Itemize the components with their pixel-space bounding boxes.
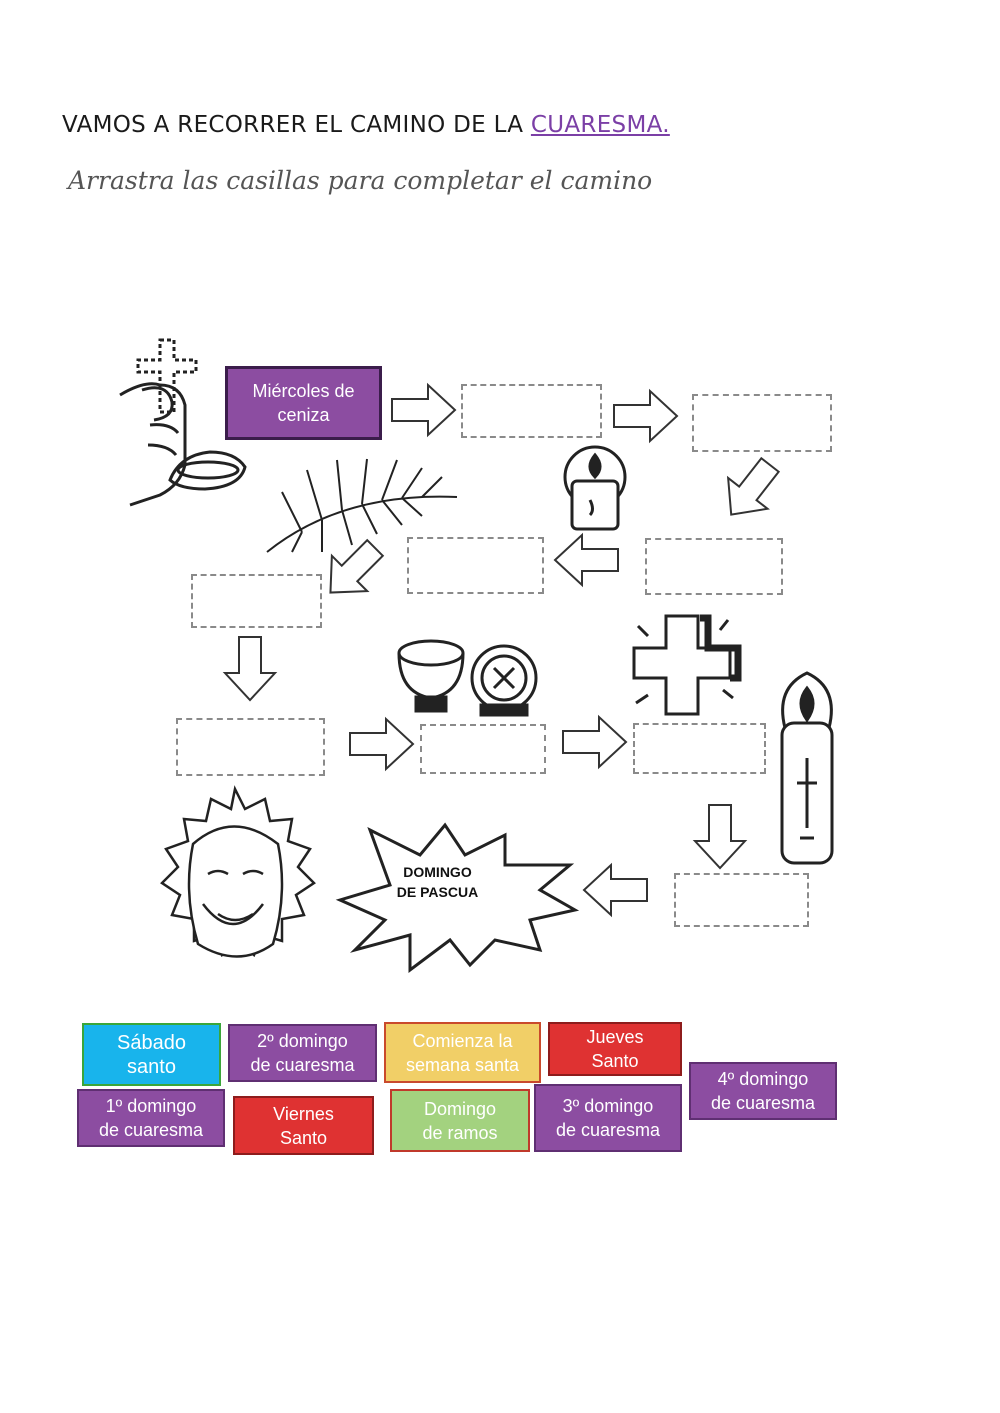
card-line1: Comienza la [412, 1030, 513, 1051]
title-text: VAMOS A RECORRER EL CAMINO DE LA [62, 112, 531, 138]
card-line2: Santo [279, 1127, 328, 1148]
drop-slot-4[interactable] [407, 537, 544, 594]
drop-slot-2[interactable] [692, 394, 832, 452]
card-line1: 3º domingo [562, 1096, 654, 1116]
card-line2: de cuaresma [250, 1055, 355, 1075]
card-3-domingo-cuaresma[interactable]: 3º domingo de cuaresma [534, 1084, 682, 1152]
drop-slot-7[interactable] [420, 724, 546, 774]
card-4-domingo-cuaresma[interactable]: 4º domingo de cuaresma [689, 1062, 837, 1120]
page-title: VAMOS A RECORRER EL CAMINO DE LA CUARESM… [62, 112, 670, 138]
arrow-right-1 [391, 384, 456, 436]
card-line1: Sábado [117, 1031, 186, 1054]
card-line2: de cuaresma [555, 1120, 661, 1140]
card-line1: 1º domingo [105, 1096, 197, 1116]
instructions-text: Arrastra las casillas para completar el … [68, 166, 653, 195]
arrow-down-left-2 [311, 529, 394, 612]
drop-slot-5[interactable] [191, 574, 322, 628]
palm-leaf-icon [266, 458, 458, 553]
arrow-right-2 [613, 390, 678, 442]
card-line2: ceniza [277, 405, 330, 425]
arrows-layer [224, 384, 791, 916]
card-line1: 4º domingo [717, 1069, 809, 1089]
burst-label-line2: DE PASCUA [396, 884, 479, 900]
arrow-right-4 [562, 716, 627, 768]
card-miercoles-ceniza: Miércoles de ceniza [225, 366, 382, 440]
card-line2: Santo [591, 1051, 639, 1071]
card-line2: santo [127, 1055, 176, 1078]
drop-slot-8[interactable] [633, 723, 766, 774]
arrow-down-left [710, 448, 791, 532]
arrow-left-2 [583, 864, 648, 916]
card-line2: semana santa [405, 1054, 520, 1075]
card-line1: Domingo [423, 1098, 497, 1119]
drop-slot-6[interactable] [176, 718, 325, 776]
drop-slot-1[interactable] [461, 384, 602, 438]
card-domingo-ramos[interactable]: Domingo de ramos [390, 1089, 530, 1152]
arrow-down-1 [224, 636, 276, 701]
cross-icon [632, 614, 742, 716]
card-line1: Miércoles de [252, 381, 355, 401]
paschal-candle-icon [780, 671, 834, 865]
title-link-cuaresma[interactable]: CUARESMA. [530, 112, 670, 138]
card-2-domingo-cuaresma[interactable]: 2º domingo de cuaresma [228, 1024, 377, 1082]
card-line1: Viernes [273, 1103, 334, 1124]
card-comienza-semana-santa[interactable]: Comienza la semana santa [384, 1022, 541, 1083]
card-line2: de cuaresma [98, 1120, 204, 1140]
arrow-down-2 [694, 804, 746, 869]
drop-slot-3[interactable] [645, 538, 783, 595]
easter-burst-icon [335, 822, 580, 973]
burst-label: DOMINGO DE PASCUA [375, 862, 500, 902]
drop-slot-9[interactable] [674, 873, 809, 927]
arrow-right-3 [349, 718, 414, 770]
chalice-host-icon [397, 639, 538, 717]
card-line2: de cuaresma [710, 1093, 816, 1113]
candle-icon [563, 445, 627, 531]
hand-ash-cross-icon [119, 338, 247, 507]
card-line2: de ramos [422, 1122, 498, 1143]
card-line1: 2º domingo [257, 1031, 348, 1051]
card-line1: Jueves [586, 1027, 644, 1047]
burst-label-line1: DOMINGO [403, 864, 472, 880]
card-1-domingo-cuaresma[interactable]: 1º domingo de cuaresma [77, 1089, 225, 1147]
risen-jesus-icon [160, 785, 316, 958]
arrow-left-1 [554, 534, 619, 586]
